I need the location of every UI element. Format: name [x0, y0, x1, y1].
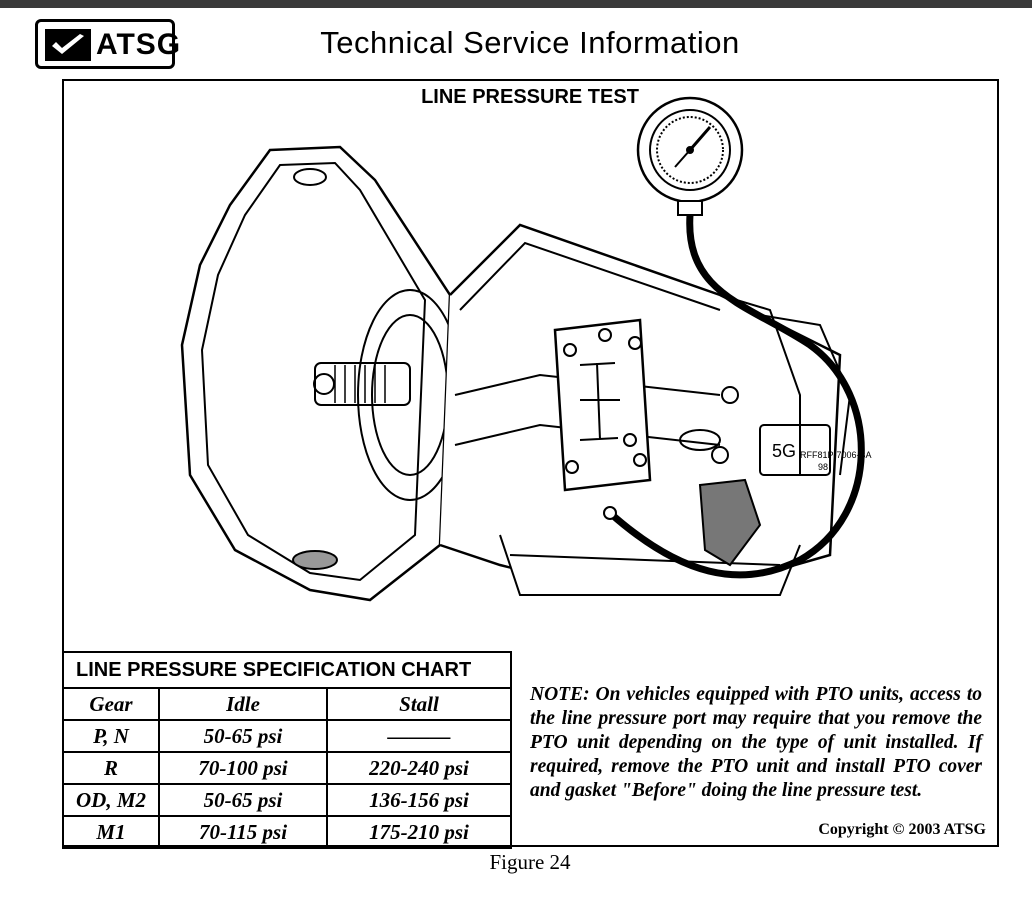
idle-cell: 70-100 psi [158, 751, 328, 785]
stall-cell: ——— [326, 719, 512, 753]
table-row: R 70-100 psi 220-240 psi [62, 751, 512, 785]
plate-code: RFF81P-7006-BA [800, 450, 872, 460]
idle-cell: 70-115 psi [158, 815, 328, 849]
copyright: Copyright © 2003 ATSG [818, 821, 986, 838]
table-row: OD, M2 50-65 psi 136-156 psi [62, 783, 512, 817]
figure-caption: Figure 24 [489, 850, 571, 874]
table-row: P, N 50-65 psi ——— [62, 719, 512, 753]
input-shaft [314, 362, 411, 406]
figure-title: LINE PRESSURE TEST [421, 86, 639, 108]
stall-cell: 175-210 psi [326, 815, 512, 849]
table-row: M1 70-115 psi 175-210 psi [62, 815, 512, 849]
plate-code2: 98 [818, 462, 828, 472]
gear-cell: R [62, 751, 160, 785]
stall-cell: 136-156 psi [326, 783, 512, 817]
page-title: Technical Service Information [320, 25, 740, 60]
plate-badge: 5G [772, 441, 796, 461]
idle-cell: 50-65 psi [158, 719, 328, 753]
col-stall: Stall [326, 687, 512, 721]
figure-frame [62, 79, 999, 847]
checkmark-logo-icon [45, 29, 91, 61]
top-bar [0, 0, 1032, 8]
col-idle: Idle [158, 687, 328, 721]
gear-cell: OD, M2 [62, 783, 160, 817]
logo-text: ATSG [96, 28, 182, 61]
atsg-logo: ATSG [35, 19, 180, 69]
gear-cell: P, N [62, 719, 160, 753]
pto-note: NOTE: On vehicles equipped with PTO unit… [530, 684, 982, 801]
stall-cell: 220-240 psi [326, 751, 512, 785]
gear-cell: M1 [62, 815, 160, 849]
pto-cover [553, 318, 652, 492]
idle-cell: 50-65 psi [158, 783, 328, 817]
spec-header-row: Gear Idle Stall [62, 687, 512, 721]
spec-chart-title: LINE PRESSURE SPECIFICATION CHART [62, 651, 512, 689]
transmission-illustration: RFF81P-7006-BA 98 5G [180, 96, 872, 602]
range-sensor [698, 478, 762, 567]
pressure-hose [607, 214, 865, 579]
ford-oval [679, 429, 721, 451]
spec-chart: LINE PRESSURE SPECIFICATION CHART Gear I… [62, 651, 512, 849]
col-gear: Gear [62, 687, 160, 721]
